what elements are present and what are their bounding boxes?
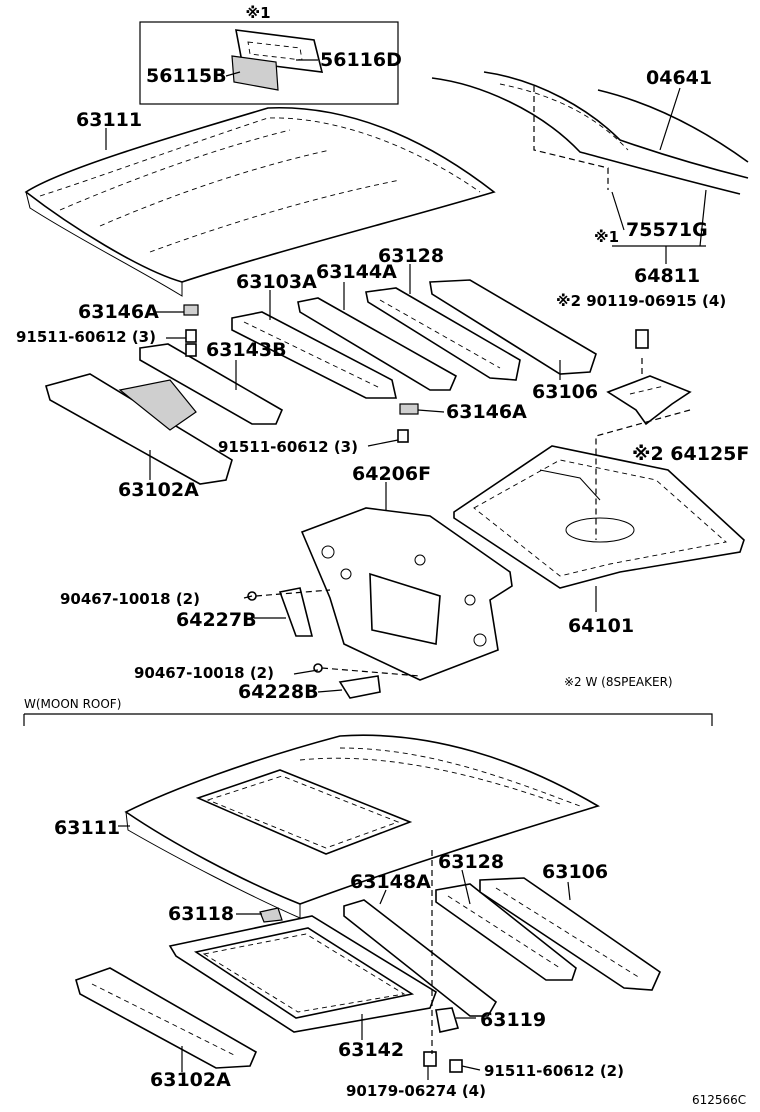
label-64206F: 64206F (352, 463, 431, 485)
roof-panel-63111-moonroof (124, 734, 600, 919)
label-64101: 64101 (568, 615, 634, 637)
label-90179-06274: 90179-06274 (4) (346, 1082, 486, 1100)
speaker-bracket-64125F (606, 375, 692, 426)
roof-bows-top (45, 279, 597, 485)
clips-bolts-bottom (259, 907, 463, 1073)
label-91511-60612-bottom: 91511-60612 (2) (484, 1062, 624, 1080)
label-91511-60612-mid: 91511-60612 (3) (218, 438, 358, 456)
label-63148A: 63148A (350, 871, 431, 893)
label-63106-top: 63106 (532, 381, 598, 403)
leader-lines (105, 59, 707, 1080)
label-note1-side: ※1 (594, 228, 619, 246)
inset-box-56115B-56116D (139, 21, 399, 105)
label-63102A-top: 63102A (118, 479, 199, 501)
label-56116D: 56116D (320, 49, 402, 71)
front-header-63102A-bottom (75, 967, 258, 1069)
molding-strips-04641 (431, 71, 749, 195)
moon-roof-bracket (23, 713, 713, 726)
label-64228B: 64228B (238, 681, 319, 703)
label-63106-bottom: 63106 (542, 861, 608, 883)
diagram-id: 612566C (692, 1093, 746, 1107)
label-63142: 63142 (338, 1039, 404, 1061)
label-04641: 04641 (646, 67, 712, 89)
roof-bows-moonroof (343, 877, 662, 1017)
label-90119-06915: ※2 90119-06915 (4) (556, 292, 726, 310)
label-63119: 63119 (480, 1009, 546, 1031)
label-63128-top: 63128 (378, 245, 444, 267)
label-64811: 64811 (634, 265, 700, 287)
label-56115B: 56115B (146, 65, 227, 87)
label-63111-top: 63111 (76, 109, 142, 131)
roof-panel-63111-top (24, 107, 496, 297)
label-91511-60612-top: 91511-60612 (3) (16, 328, 156, 346)
sunroof-frame-63142 (168, 915, 437, 1033)
label-64227B: 64227B (176, 609, 257, 631)
label-63144A: 63144A (316, 261, 397, 283)
label-63143B: 63143B (206, 339, 287, 361)
label-63102A-bottom: 63102A (150, 1069, 231, 1091)
label-note2-8speaker: ※2 W (8SPEAKER) (564, 675, 673, 689)
package-tray-64101 (453, 445, 745, 589)
panel-64206F (300, 507, 513, 681)
dashed-alignment-lines (255, 86, 691, 1054)
label-note1-top: ※1 (245, 4, 270, 22)
label-90467-10018-b: 90467-10018 (2) (134, 664, 274, 682)
part-labels: ※1 56115B 56116D 04641 63111 75571G ※1 6… (16, 4, 749, 1107)
label-63146A-right: 63146A (446, 401, 527, 423)
label-63146A-left: 63146A (78, 301, 159, 323)
label-90467-10018-a: 90467-10018 (2) (60, 590, 200, 608)
label-63118: 63118 (168, 903, 234, 925)
label-63111-bottom: 63111 (54, 817, 120, 839)
clips-bolts-top (183, 304, 649, 443)
label-64125F: ※2 64125F (632, 443, 749, 465)
label-75571G: 75571G (626, 219, 708, 241)
label-63128-bottom: 63128 (438, 851, 504, 873)
label-63103A: 63103A (236, 271, 317, 293)
label-moon-roof: W(MOON ROOF) (24, 697, 121, 711)
